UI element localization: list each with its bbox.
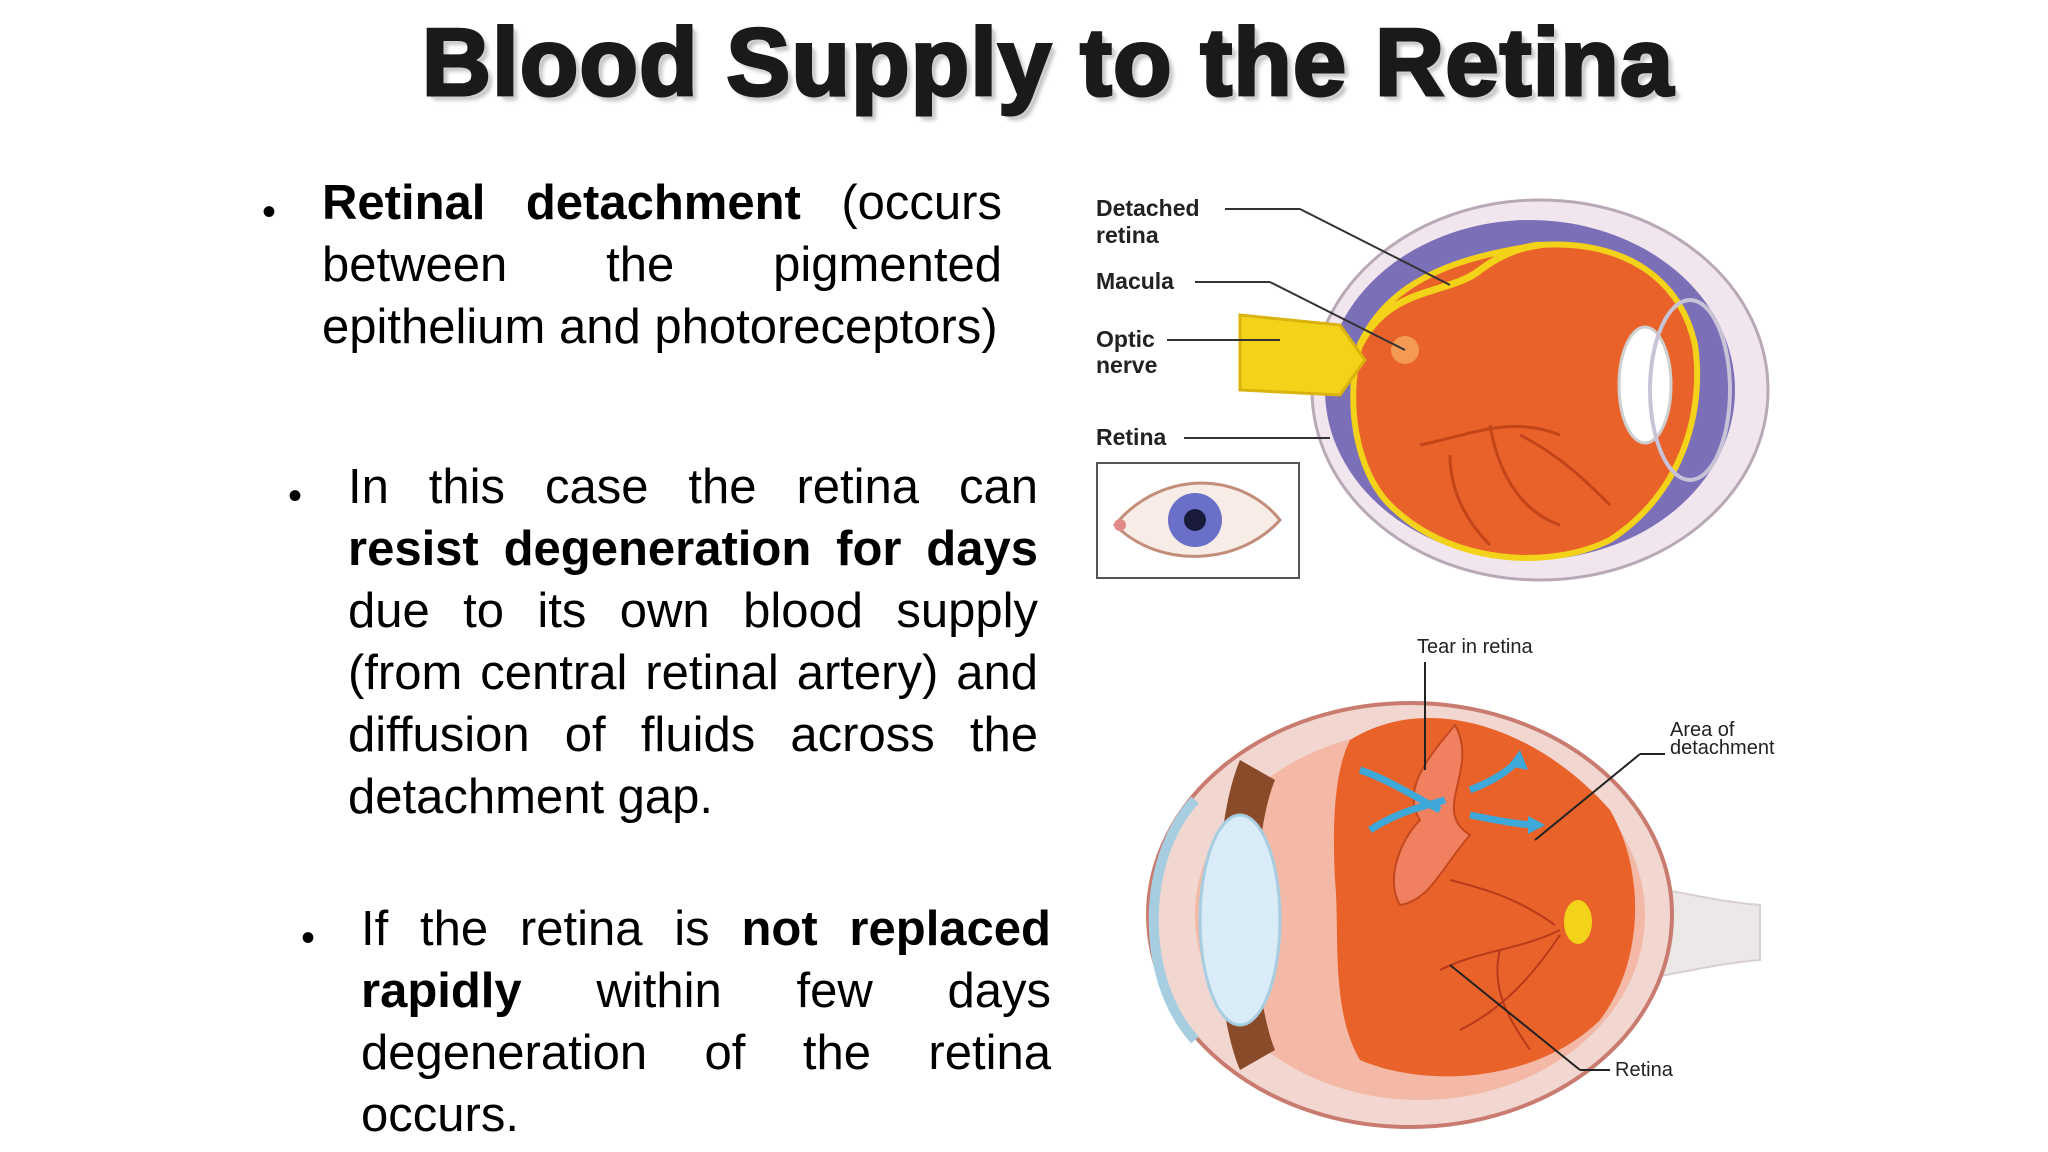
label-optic-nerve-2: nerve	[1096, 352, 1157, 378]
detached-retina-diagram: Detached retina Macula Optic nerve Retin…	[1096, 195, 1770, 582]
label-leader-lines	[1424, 662, 1665, 1071]
bullet-dot: •	[288, 474, 303, 518]
bullet-not-replaced: • If the retina is not replaced rapidly …	[301, 898, 1051, 1146]
bullet-text: If the retina is not replaced rapidly wi…	[361, 898, 1051, 1146]
retinal-tear-diagram: Tear in retina Area of detachment Retina	[1146, 636, 1775, 1129]
label-optic-nerve: Optic	[1096, 326, 1155, 352]
optic-nerve	[1238, 313, 1367, 397]
bullet-dot: •	[301, 916, 316, 960]
bullet-bold-text: Retinal detachment	[322, 176, 801, 230]
bullet-plain-text: (occurs between the pigmented epithelium…	[322, 176, 1002, 354]
inset-pupil	[1184, 509, 1206, 531]
bullet-plain-text: If the retina is	[361, 902, 742, 956]
bullet-resist-degeneration: • In this case the retina can resist deg…	[288, 456, 1038, 828]
bullet-plain-text: within few days degeneration of the reti…	[361, 964, 1051, 1142]
label-retina: Retina	[1615, 1059, 1674, 1081]
retinal-vessels	[1419, 424, 1612, 547]
label-detached-retina-2: retina	[1096, 222, 1159, 248]
bullet-bold-text: not replaced rapidly	[361, 902, 1051, 1018]
bullet-plain-text: due to its own blood supply (from centra…	[348, 584, 1038, 824]
label-retina: Retina	[1096, 424, 1167, 450]
bullet-dot: •	[262, 190, 277, 234]
arrow-head-icon	[1508, 750, 1528, 770]
inset-tear-duct	[1114, 519, 1126, 531]
label-tear-in-retina: Tear in retina	[1417, 636, 1533, 658]
detached-fold	[1356, 241, 1541, 347]
retina-tear-flap	[1392, 723, 1472, 907]
lens	[1198, 813, 1282, 1027]
label-macula: Macula	[1096, 268, 1174, 294]
retinal-vessels	[1439, 879, 1561, 1051]
label-detached-retina: Detached	[1096, 195, 1200, 221]
bullet-text: Retinal detachment (occurs between the p…	[322, 172, 1002, 358]
bullet-text: In this case the retina can resist degen…	[348, 456, 1038, 828]
optic-disc	[1564, 900, 1592, 944]
bullet-plain-text: In this case the retina can	[348, 460, 1038, 514]
label-area-of-detachment: Area of	[1670, 719, 1735, 741]
slide-title: Blood Supply to the Retina	[420, 8, 1675, 118]
lens	[1617, 325, 1673, 445]
cornea	[1648, 298, 1732, 482]
bullet-retinal-detachment: • Retinal detachment (occurs between the…	[262, 172, 1002, 358]
bullet-bold-text: resist degeneration for days	[348, 522, 1038, 576]
label-area-of-detachment-2: detachment	[1670, 737, 1775, 759]
arrow-head-icon	[1528, 816, 1545, 834]
label-leader-lines	[1167, 208, 1451, 439]
cornea	[1148, 796, 1199, 1044]
